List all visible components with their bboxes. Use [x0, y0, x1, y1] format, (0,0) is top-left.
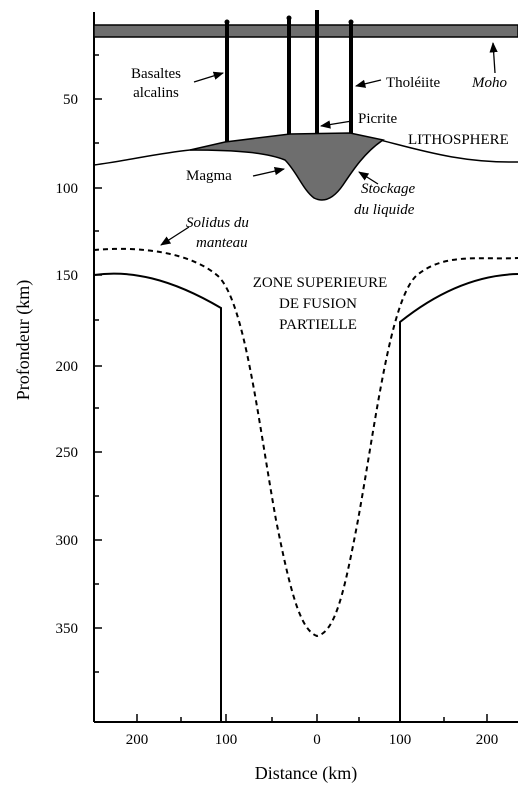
label-zone-superieure: ZONE SUPERIEURE: [253, 275, 388, 291]
label-tholeiite: Tholéiite: [386, 75, 440, 91]
label-picrite: Picrite: [358, 111, 397, 127]
solidus-curve: [93, 247, 518, 638]
label-manteau: manteau: [196, 235, 248, 251]
y-tick-label: 200: [56, 359, 79, 375]
label-basaltes: Basaltes: [131, 66, 181, 82]
moho-band: [93, 24, 518, 38]
dyke-top: [286, 15, 292, 21]
y-axis-title: Profondeur (km): [13, 280, 34, 400]
y-tick-label: 100: [56, 181, 79, 197]
label-partielle: PARTIELLE: [279, 317, 357, 333]
label-lithosphere: LITHOSPHERE: [408, 132, 509, 148]
label-stockage: Stockage: [361, 181, 415, 197]
x-tick-label: 100: [389, 732, 412, 748]
label-solidus: Solidus du: [186, 215, 249, 231]
x-tick-label: 0: [313, 732, 321, 748]
y-tick-label: 150: [56, 268, 79, 284]
fusion-zone-left: [93, 272, 222, 722]
dykes: [225, 10, 353, 142]
y-tick-label: 50: [63, 92, 78, 108]
fusion-zone-right: [399, 273, 518, 722]
x-axis-title: Distance (km): [255, 763, 357, 784]
label-du-liquide: du liquide: [354, 202, 415, 218]
label-magma: Magma: [186, 168, 232, 184]
y-tick-marks: [94, 54, 102, 673]
x-tick-marks: [136, 714, 488, 722]
y-tick-label: 350: [56, 621, 79, 637]
dyke-top: [224, 19, 230, 25]
arrows: [160, 41, 498, 246]
label-de-fusion: DE FUSION: [279, 296, 357, 312]
y-tick-label: 300: [56, 533, 79, 549]
label-moho: Moho: [471, 75, 507, 91]
magma-chamber: [189, 132, 385, 201]
x-tick-label: 200: [126, 732, 149, 748]
dyke-top: [348, 19, 354, 25]
label-alcalins: alcalins: [133, 85, 179, 101]
y-tick-label: 250: [56, 445, 79, 461]
x-tick-label: 100: [215, 732, 238, 748]
x-tick-label: 200: [476, 732, 499, 748]
